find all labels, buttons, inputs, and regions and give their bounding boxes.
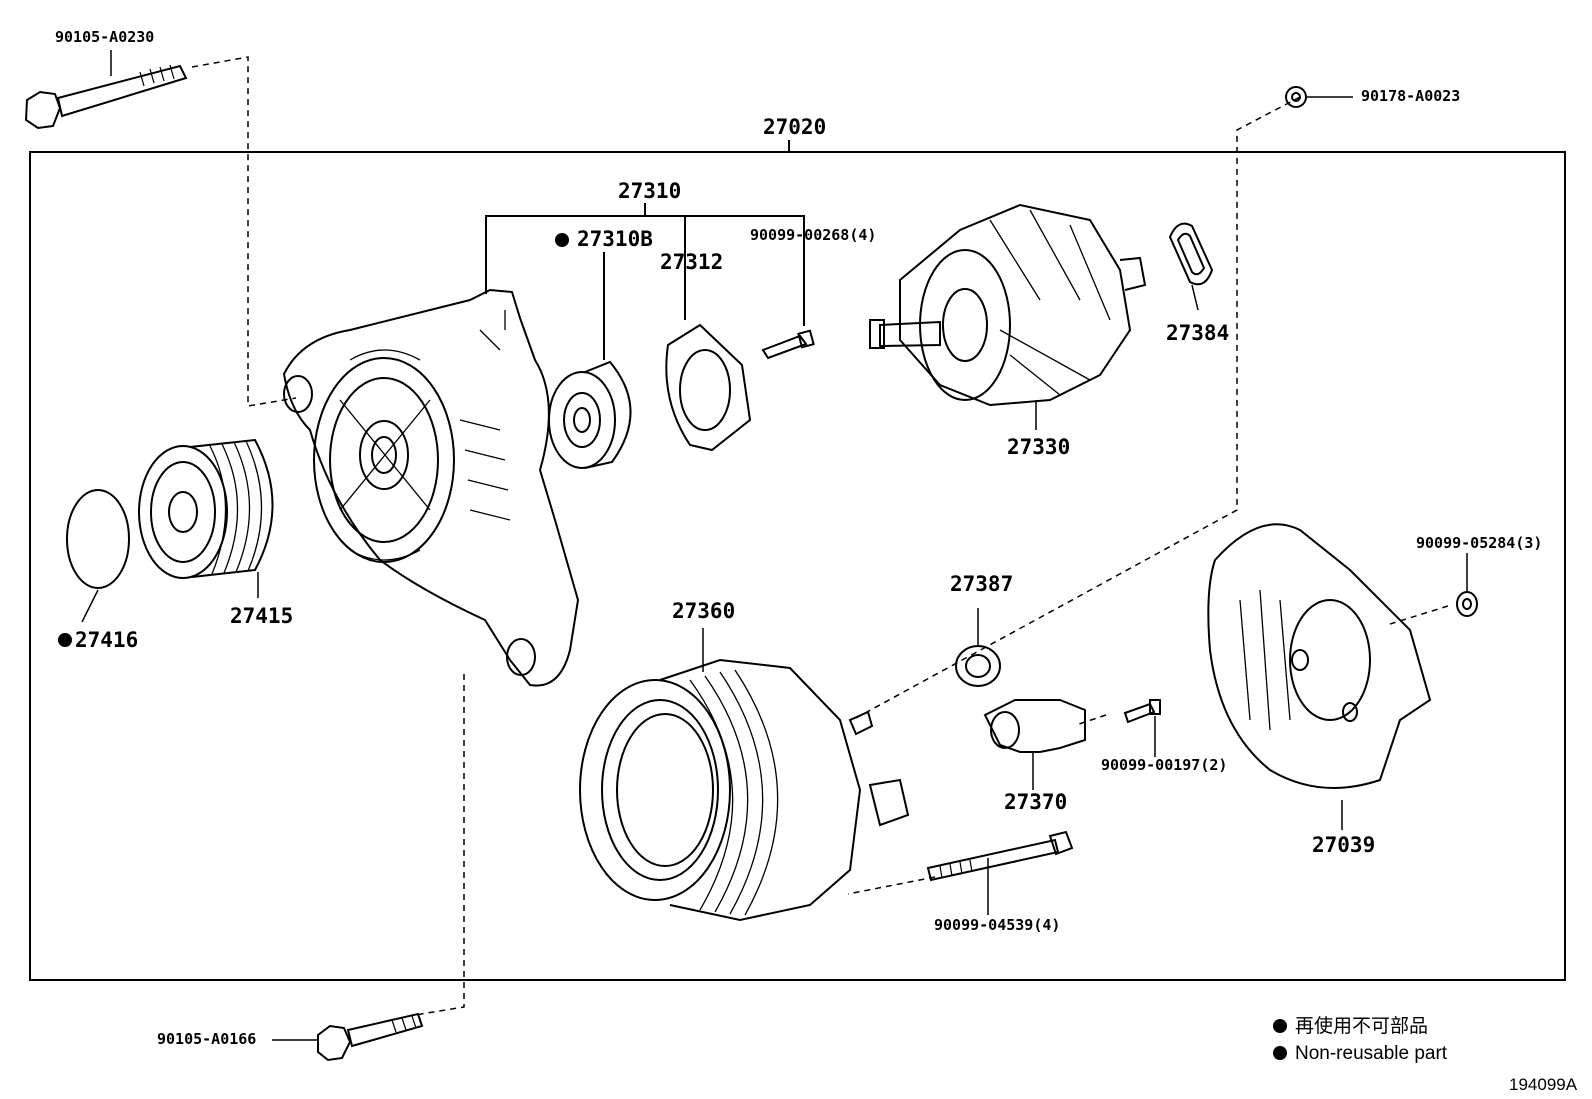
bolt-90105-a0166	[272, 1012, 424, 1062]
label-bearing: 27310B	[577, 227, 653, 251]
stator-frame-27360	[579, 628, 910, 922]
label-rotor: 27330	[1007, 435, 1071, 459]
label-through-bolt: 90099-04539(4)	[934, 916, 1061, 934]
pulley-27415	[138, 438, 274, 598]
through-bolt-90099-04539	[926, 830, 1074, 915]
non-reusable-dot-icon	[1273, 1046, 1287, 1060]
pulley-cap-27416	[66, 489, 130, 623]
bearing-27310b	[548, 360, 632, 469]
label-retainer: 27312	[660, 250, 724, 274]
rotor-27330	[869, 203, 1147, 430]
assembly-frame	[29, 151, 1566, 981]
legend-japanese-text: 再使用不可部品	[1295, 1016, 1429, 1037]
label-assembly: 27020	[763, 115, 827, 139]
non-reusable-dot-icon	[1273, 1019, 1287, 1033]
label-stator-frame: 27360	[672, 599, 736, 623]
legend-english: Non-reusable part	[1273, 1044, 1447, 1063]
retainer-27312	[665, 323, 752, 452]
label-frame-assy: 27310	[618, 179, 682, 203]
label-nut-top-right: 90178-A0023	[1361, 87, 1461, 105]
label-pulley: 27415	[230, 604, 294, 628]
label-bolt-top: 90105-A0230	[55, 28, 155, 46]
label-pulley-cap: 27416	[75, 628, 139, 652]
label-rear-cover: 27039	[1312, 833, 1376, 857]
bolt-90105-a0230	[24, 50, 188, 130]
terminal-box-27370	[983, 699, 1086, 790]
ring-27384	[1168, 222, 1214, 311]
label-terminal-box: 27370	[1004, 790, 1068, 814]
nut-90099-05284	[1456, 553, 1478, 617]
label-retainer-screw: 90099-00268(4)	[750, 226, 877, 244]
label-cover-nut: 90099-05284(3)	[1416, 534, 1543, 552]
label-rotor-ring: 27384	[1166, 321, 1230, 345]
label-insulator: 27387	[950, 572, 1014, 596]
screw-90099-00197	[1123, 699, 1161, 757]
legend-english-text: Non-reusable part	[1295, 1043, 1448, 1064]
label-bolt-bottom: 90105-A0166	[157, 1030, 257, 1048]
reference-code: 194099A	[1509, 1075, 1578, 1094]
label-screw-2: 90099-00197(2)	[1101, 756, 1228, 774]
legend-japanese: 再使用不可部品	[1273, 1017, 1428, 1036]
nut-90178-a0023	[1285, 86, 1353, 108]
screw-90099-00268	[761, 329, 815, 360]
rear-cover-27039	[1207, 523, 1432, 830]
drive-end-frame	[282, 288, 580, 687]
insulator-27387	[955, 608, 1001, 687]
